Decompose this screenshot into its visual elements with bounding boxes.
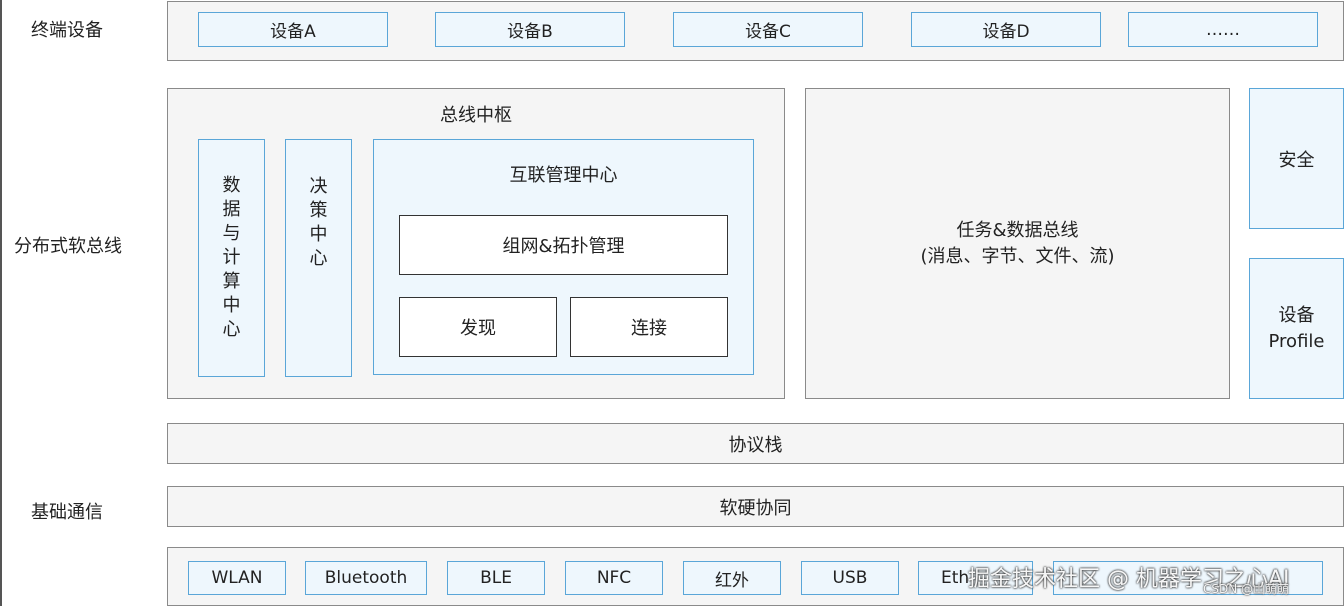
comm-usb-box: USB [801,561,899,595]
label-distributed-softbus: 分布式软总线 [14,236,122,257]
bus-center-title: 总线中枢 [440,105,512,126]
protocol-stack-bar: 协议栈 [167,423,1344,464]
task-data-bus-title: 任务&数据总线 [956,219,1079,241]
comm-infrared-box: 红外 [683,561,781,595]
data-compute-center-box: 数据与计算中心 [198,139,265,377]
left-border [0,0,2,606]
comm-ethernet-box: Eth [918,561,1033,595]
interconnect-center-title: 互联管理中心 [509,165,618,186]
hw-sw-coop-bar: 软硬协同 [167,486,1344,527]
device-c-box: 设备C [673,12,863,47]
watermark-sub: CSDN @山萌萌 [1203,582,1290,596]
comm-ble-box: BLE [447,561,545,595]
device-profile-line1: 设备 [1278,304,1315,326]
decision-center-label: 决策中心 [309,176,328,269]
device-profile-box: 设备 Profile [1249,258,1344,399]
device-more-box: …… [1128,12,1318,47]
device-profile-line2: Profile [1268,330,1325,352]
watermark-main: 掘金技术社区 @ 机器学习之心AI [968,567,1290,592]
task-data-bus-subtitle: (消息、字节、文件、流) [920,245,1115,267]
security-box: 安全 [1249,88,1344,229]
device-a-box: 设备A [198,12,388,47]
comm-extra-box [1053,561,1323,595]
comm-bluetooth-box: Bluetooth [305,561,427,595]
label-basic-communication: 基础通信 [31,502,103,523]
device-d-box: 设备D [911,12,1101,47]
task-data-bus-box: 任务&数据总线 (消息、字节、文件、流) [805,88,1230,399]
device-b-box: 设备B [435,12,625,47]
data-compute-center-label: 数据与计算中心 [222,175,241,340]
comm-nfc-box: NFC [565,561,663,595]
discovery-box: 发现 [399,297,557,357]
comm-wlan-box: WLAN [188,561,286,595]
label-terminal-devices: 终端设备 [31,20,103,41]
network-topology-box: 组网&拓扑管理 [399,215,728,275]
connection-box: 连接 [570,297,728,357]
decision-center-box: 决策中心 [285,139,352,377]
